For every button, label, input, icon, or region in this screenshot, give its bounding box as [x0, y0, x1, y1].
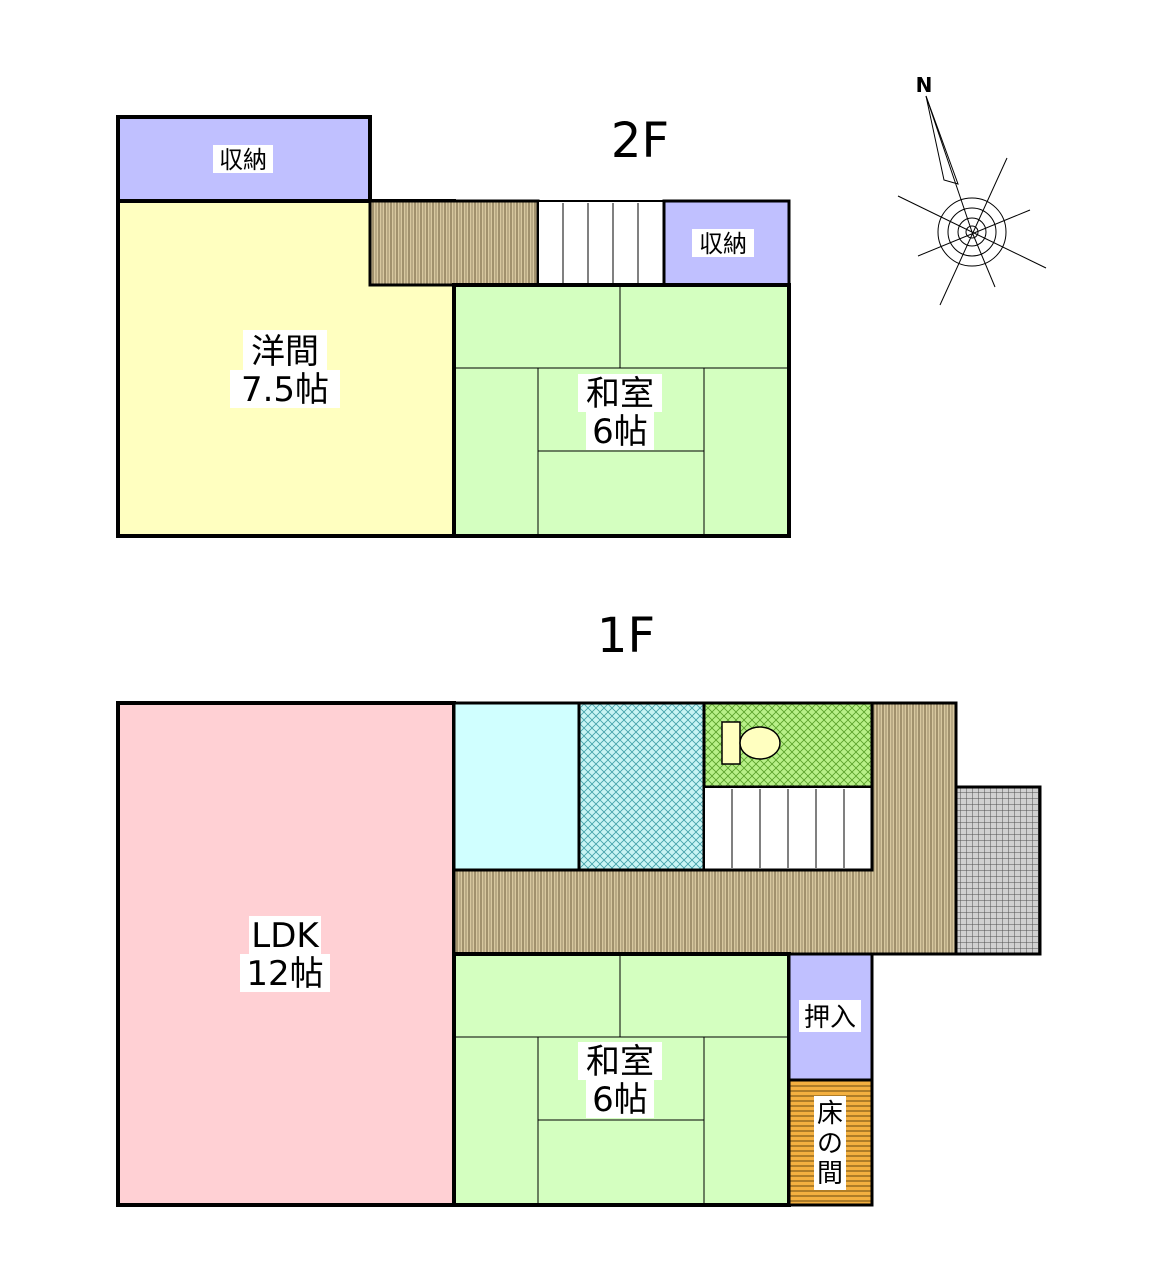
corridor-2f — [368, 199, 540, 287]
floor-title-1f: 1F — [597, 608, 655, 664]
entrance — [954, 785, 1042, 956]
closet-label: 押入 — [804, 1003, 856, 1033]
washroom — [577, 701, 706, 872]
toilet-room — [702, 701, 874, 789]
alcove-char-2: の — [817, 1129, 843, 1159]
storage-right-label: 収納 — [699, 230, 747, 258]
alcove-char-1: 床 — [817, 1099, 843, 1129]
second-floor: 2F 収納 収納 — [116, 113, 791, 538]
western-room-name: 洋間 — [251, 332, 319, 372]
japanese-room-2f-size: 6帖 — [592, 412, 648, 452]
first-floor: 1F — [116, 608, 1042, 1207]
alcove-char-3: 間 — [817, 1159, 843, 1189]
stairs-1f — [703, 786, 873, 871]
stairs-2f — [537, 200, 665, 286]
floor-title-2f: 2F — [611, 113, 669, 169]
bathroom — [452, 701, 581, 872]
ldk-size: 12帖 — [246, 954, 323, 994]
japanese-room-2f-name: 和室 — [586, 374, 654, 414]
ldk-name: LDK — [251, 916, 320, 956]
compass-rose: N — [897, 73, 1047, 306]
japanese-room-1f-name: 和室 — [586, 1042, 654, 1082]
toilet-icon — [721, 721, 741, 765]
north-label: N — [916, 73, 933, 97]
japanese-room-1f-size: 6帖 — [592, 1080, 648, 1120]
storage-left-label: 収納 — [219, 146, 267, 174]
western-room-size: 7.5帖 — [241, 370, 329, 410]
